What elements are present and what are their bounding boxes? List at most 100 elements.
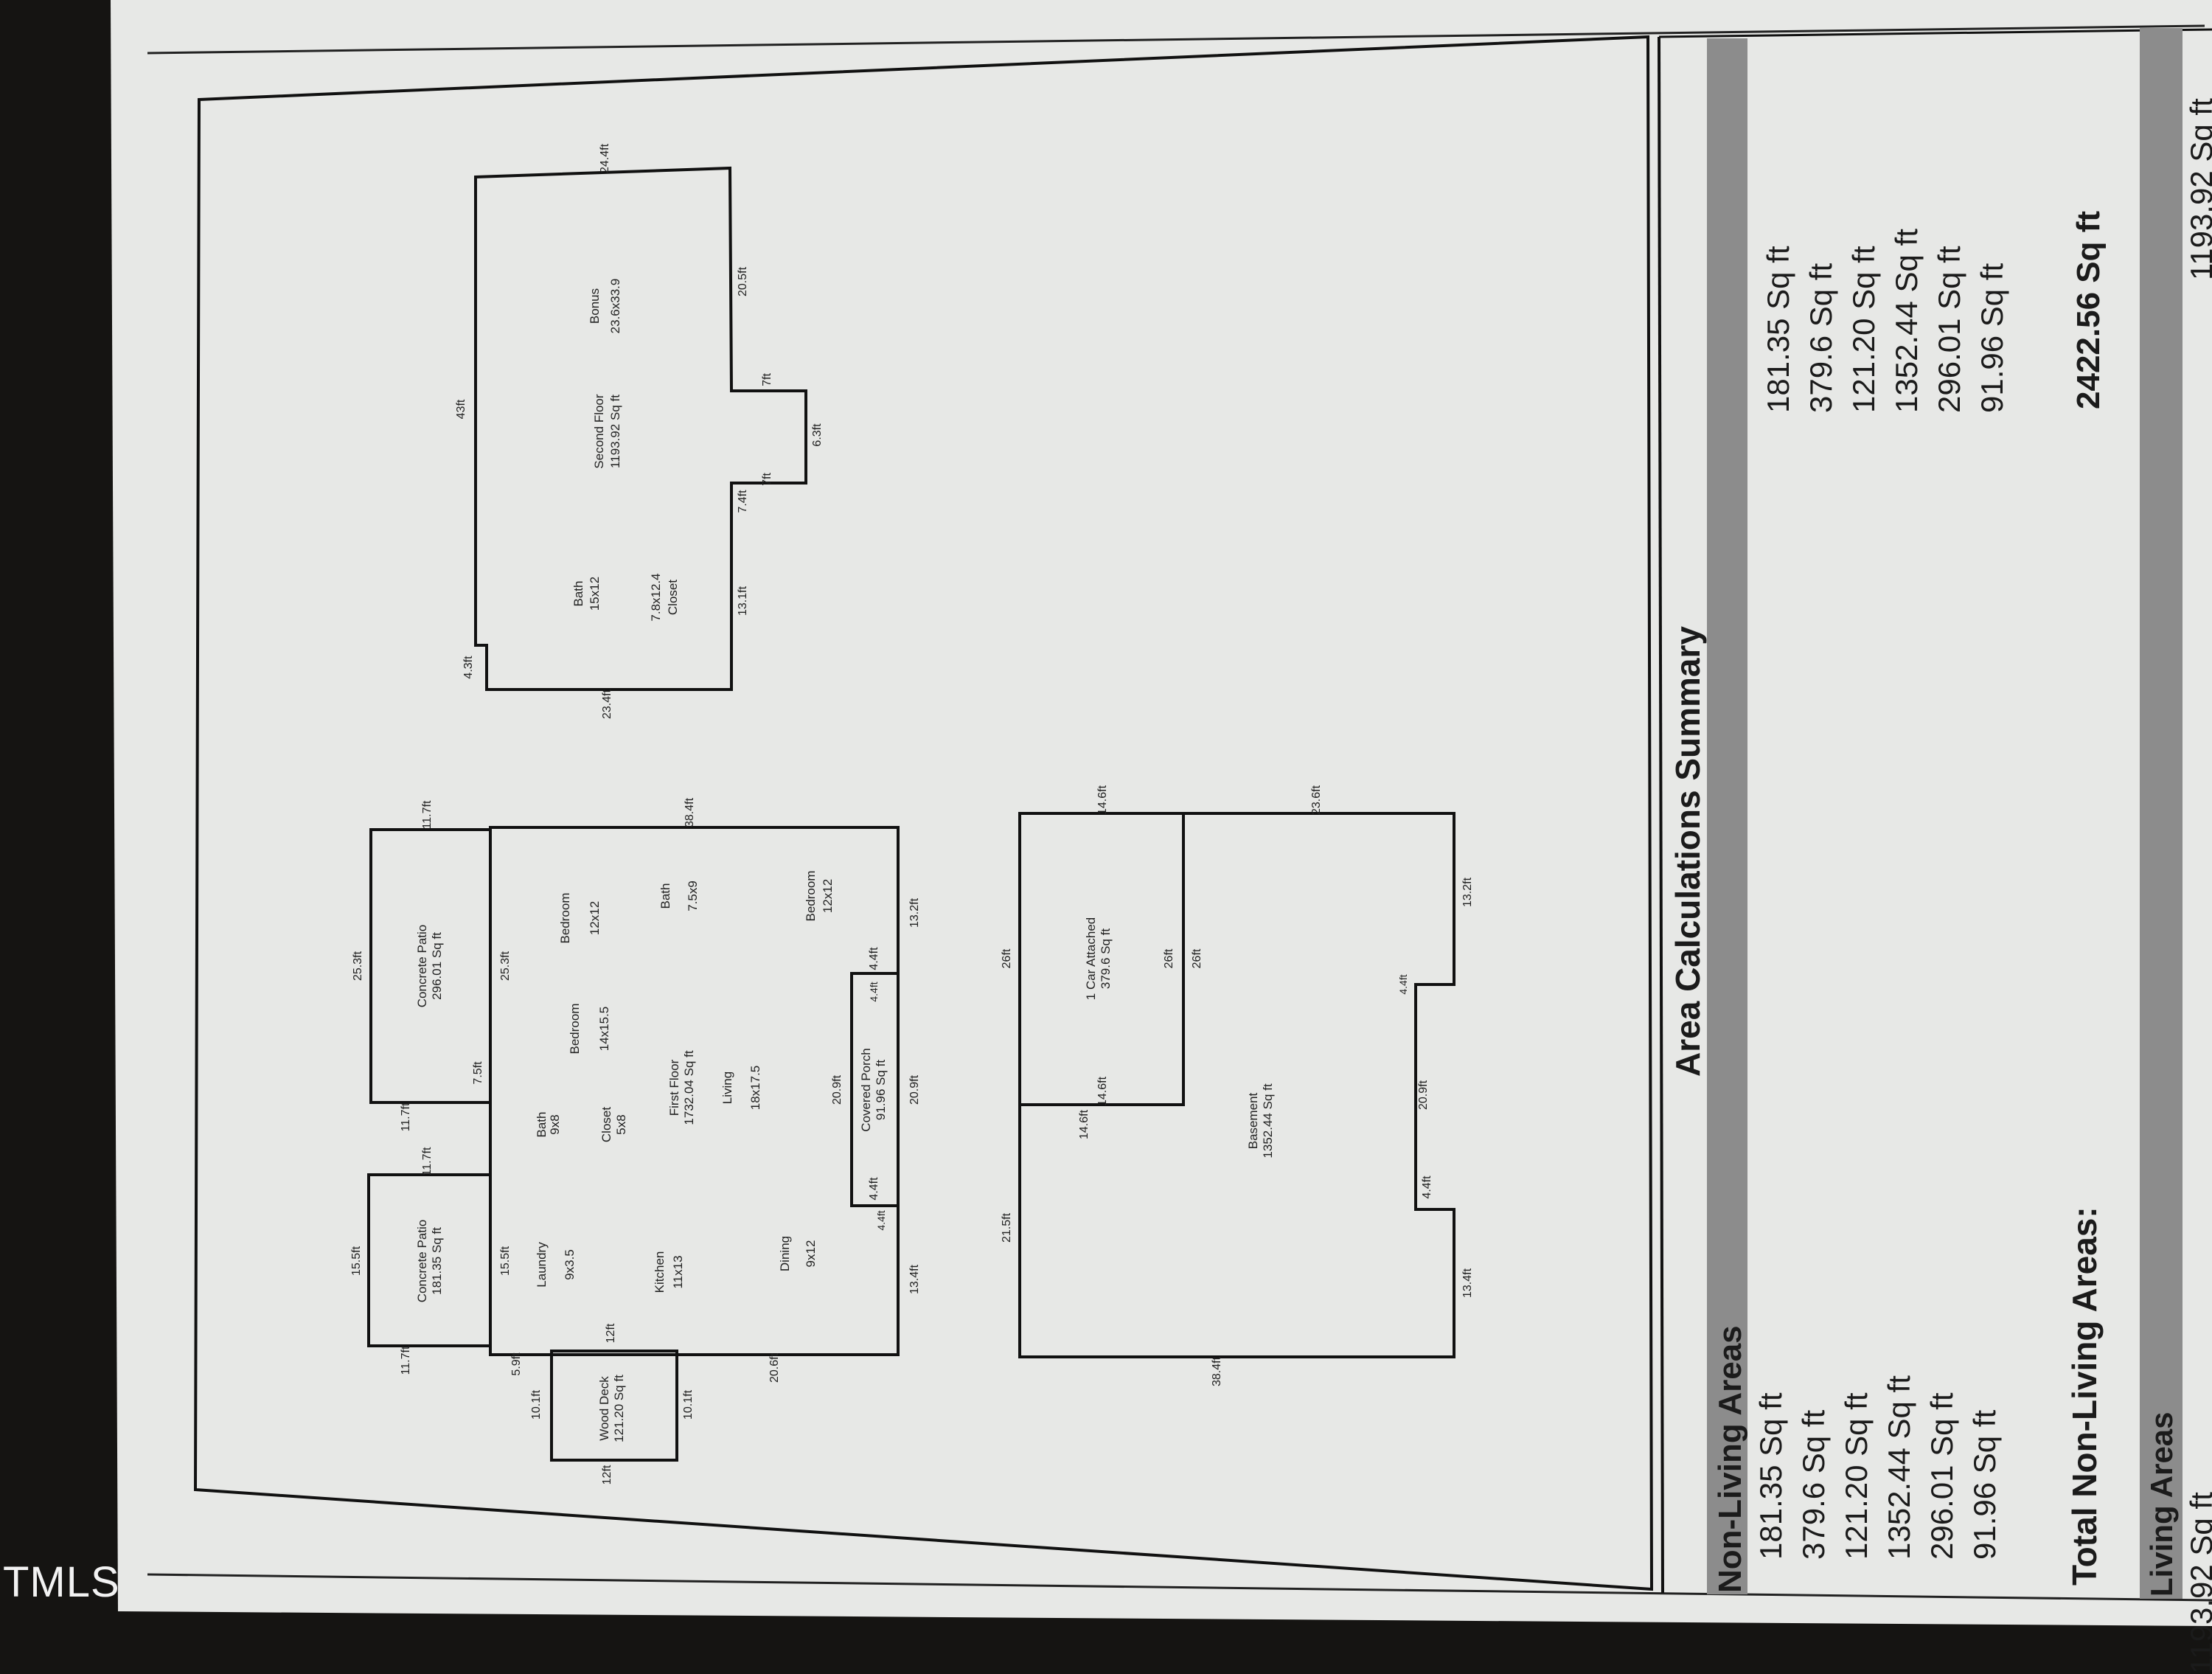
room-dining: Dining xyxy=(778,1236,792,1271)
room-garage-area: 379.6 Sq ft xyxy=(1099,928,1113,990)
room-basement: Basement xyxy=(1246,1092,1260,1149)
dim-ff-deck-top: 5.9ft xyxy=(510,1352,523,1376)
right-value-1: 379.6 Sq ft xyxy=(1804,263,1838,413)
dim-ff-right-bottom: 13.4ft xyxy=(908,1264,921,1294)
dim-gb-garage-inner: 26ft xyxy=(1163,948,1175,968)
wood-deck xyxy=(550,1350,678,1462)
room-garage: 1 Car Attached xyxy=(1084,917,1098,1000)
left-value-5: 91.96 Sq ft xyxy=(1967,1409,2002,1560)
left-value-0: 181.35 Sq ft xyxy=(1753,1392,1788,1560)
dim-gb-basement-right-bottom: 13.4ft xyxy=(1461,1268,1474,1298)
room-kitchen: Kitchen xyxy=(653,1251,667,1293)
dim-gb-garage-side: 26ft xyxy=(1001,948,1013,968)
right-value-0: 181.35 Sq ft xyxy=(1761,246,1795,413)
dim-ff-patio-side: 7.5ft xyxy=(472,1061,484,1085)
room-patio-1: Concrete Patio xyxy=(415,925,429,1007)
room-covered-porch: Covered Porch xyxy=(859,1048,873,1131)
dim-sf-bump-side: 6.3ft xyxy=(811,423,824,447)
right-value-3: 1352.44 Sq ft xyxy=(1889,229,1924,413)
room-bath-size: 15x12 xyxy=(588,577,602,611)
dim-gb-basement-left: 21.5ft xyxy=(1001,1212,1013,1243)
dim-ff-patio-left: 25.3ft xyxy=(352,951,364,981)
dim-ff-porch-top: 4.4ft xyxy=(868,947,880,970)
left-value-2: 121.20 Sq ft xyxy=(1839,1392,1874,1560)
dim-sf-bump-top: 7ft xyxy=(761,373,773,386)
dim-gb-basement-right-top: 13.2ft xyxy=(1461,877,1474,907)
dim-sf-bump-bottom: 7ft xyxy=(761,473,773,486)
room-closet-size: 7.8x12.4 xyxy=(649,573,663,621)
room-first-floor: First Floor xyxy=(667,1059,681,1116)
dim-sf-top: 24.4ft xyxy=(599,143,611,173)
room-bedroom-3-size: 12x12 xyxy=(821,879,835,913)
room-bonus-size: 23.6x33.9 xyxy=(608,279,622,334)
total-non-living-label: Total Non-Living Areas: xyxy=(2065,1206,2104,1586)
dim-ff-main-bottom: 20.6ft xyxy=(768,1352,781,1383)
dim-sf-right-lower: 13.1ft xyxy=(737,586,749,616)
room-laundry: Laundry xyxy=(535,1242,549,1288)
dim-ff-porch-inner: 20.9ft xyxy=(831,1074,844,1105)
room-bedroom-2: Bedroom xyxy=(568,1004,582,1055)
summary-title: Area Calculations Summary xyxy=(1669,625,1707,1077)
room-closet: Closet xyxy=(599,1107,613,1142)
dim-ff-patio-top: 11.7ft xyxy=(421,800,434,829)
dim-ff-deck-right: 10.1ft xyxy=(682,1389,695,1420)
living-header-bar xyxy=(2140,28,2183,1599)
dim-ff-deck-left: 10.1ft xyxy=(530,1389,543,1420)
room-living-size: 18x17.5 xyxy=(748,1066,762,1111)
room-second-floor: Second Floor xyxy=(592,394,606,468)
room-wood-deck-area: 121.20 Sq ft xyxy=(612,1375,626,1442)
room-closet-size: 5x8 xyxy=(614,1114,628,1134)
right-value-4: 296.01 Sq ft xyxy=(1932,246,1966,413)
plan-frame xyxy=(193,35,1654,1591)
right-value-2: 121.20 Sq ft xyxy=(1846,246,1881,413)
room-bath-1: Bath xyxy=(658,883,672,909)
dim-sf-right-upper: 20.5ft xyxy=(737,266,749,296)
room-first-floor-area: 1732.04 Sq ft xyxy=(682,1050,696,1125)
room-laundry-size: 9x3.5 xyxy=(563,1249,577,1280)
dim-gb-basement-mid: 20.9ft xyxy=(1417,1080,1430,1110)
dim-ff-patio-bottom: 11.7ft xyxy=(400,1102,412,1131)
total-non-living-value: 2422.56 Sq ft xyxy=(2070,210,2107,409)
room-bath-2-size: 9x8 xyxy=(548,1114,562,1134)
room-living: Living xyxy=(720,1072,734,1104)
room-bedroom-3: Bedroom xyxy=(804,871,818,922)
room-wood-deck: Wood Deck xyxy=(597,1376,611,1441)
dim-ff-right-mid: 20.9ft xyxy=(908,1074,921,1105)
living-value-left: 1193.92 Sq ft xyxy=(2184,1492,2212,1674)
room-patio-2: Concrete Patio xyxy=(415,1220,429,1302)
dim-ff-patio2-top: 11.7ft xyxy=(421,1147,434,1175)
dim-gb-garage-top: 14.6ft xyxy=(1096,785,1109,815)
room-kitchen-size: 11x13 xyxy=(671,1255,685,1288)
dim-sf-left: 43ft xyxy=(455,399,467,419)
room-closet: Closet xyxy=(666,580,680,615)
room-bedroom-1: Bedroom xyxy=(558,893,572,944)
left-value-4: 296.01 Sq ft xyxy=(1924,1392,1959,1560)
dim-gb-garage-bottom: 14.6ft xyxy=(1096,1076,1109,1106)
basement-outline xyxy=(1018,812,1455,1358)
tmls-watermark: TMLS xyxy=(3,1558,120,1606)
room-basement-area: 1352.44 Sq ft xyxy=(1261,1083,1275,1158)
non-living-heading: Non-Living Areas xyxy=(1712,1325,1748,1593)
left-value-1: 379.6 Sq ft xyxy=(1796,1409,1831,1560)
non-living-header-bar xyxy=(1707,38,1747,1594)
room-bath-2: Bath xyxy=(535,1112,549,1138)
dim-ff-patio2-bottom: 11.7ft xyxy=(400,1346,412,1375)
dim-ff-patio2-left: 15.5ft xyxy=(350,1246,363,1276)
dim-gb-notch1: 4.4ft xyxy=(1397,974,1409,994)
dim-gb-notch2: 4.4ft xyxy=(1421,1175,1433,1199)
room-patio-2-area: 181.35 Sq ft xyxy=(430,1227,444,1295)
dim-ff-porch-side-top: 4.4ft xyxy=(868,982,880,1001)
dim-ff-top: 38.4ft xyxy=(684,797,696,827)
dim-sf-notch: 4.3ft xyxy=(462,656,475,679)
room-patio-1-area: 296.01 Sq ft xyxy=(430,932,444,1000)
dim-gb-basement-top: 23.6ft xyxy=(1310,785,1323,815)
dim-ff-porch-bottom: 4.4ft xyxy=(868,1177,880,1201)
left-value-3: 1352.44 Sq ft xyxy=(1882,1375,1916,1560)
right-value-5: 91.96 Sq ft xyxy=(1975,263,2009,413)
dim-ff-deck-gap: 12ft xyxy=(605,1323,617,1343)
dim-ff-patio2-side: 15.5ft xyxy=(499,1246,512,1276)
room-dining-size: 9x12 xyxy=(804,1240,818,1268)
room-covered-porch-area: 91.96 Sq ft xyxy=(874,1060,888,1121)
covered-porch xyxy=(850,972,900,1207)
